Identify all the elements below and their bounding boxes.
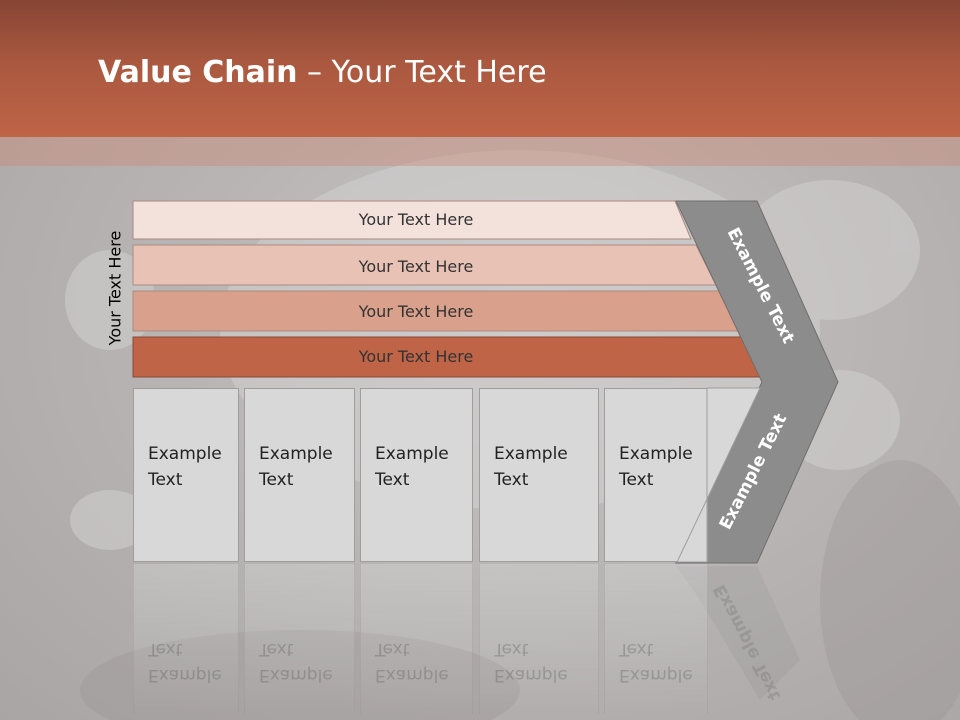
activity-box-3-text: Example Text	[375, 444, 449, 490]
activity-box-3[interactable]: Example Text	[360, 388, 473, 562]
header-band	[0, 137, 960, 166]
activity-box-1-text: Example Text	[148, 444, 222, 490]
bar-4[interactable]: Your Text Here	[132, 336, 763, 378]
box-reflection-4-text: Example Text	[494, 639, 568, 685]
bar-3[interactable]: Your Text Here	[132, 290, 740, 332]
activity-box-1[interactable]: Example Text	[133, 388, 239, 562]
bar-2-label: Your Text Here	[358, 257, 474, 276]
title-bold: Value Chain	[98, 55, 298, 90]
bar-2[interactable]: Your Text Here	[132, 244, 717, 286]
box-reflection-3: Example Text	[360, 564, 473, 714]
title-rest: – Your Text Here	[297, 55, 547, 90]
activity-box-4[interactable]: Example Text	[479, 388, 599, 562]
box-reflection-4: Example Text	[479, 564, 599, 714]
bar-1-label: Your Text Here	[358, 210, 474, 229]
activity-box-4-text: Example Text	[494, 444, 568, 490]
bar-4-label: Your Text Here	[358, 347, 474, 366]
chevron-arrow[interactable]	[675, 200, 839, 564]
bar-1[interactable]: Your Text Here	[132, 200, 692, 240]
bar-1-shape	[132, 200, 692, 240]
activity-box-5[interactable]: Example Text	[604, 388, 708, 562]
box-reflection-5: Example Text	[604, 564, 708, 714]
box-reflection-1: Example Text	[133, 564, 239, 714]
header-bar	[0, 0, 960, 137]
slide-title[interactable]: Value Chain – Your Text Here	[98, 55, 547, 90]
chevron-reflection	[676, 566, 800, 700]
box-reflection-5-text: Example Text	[619, 639, 693, 685]
box-reflection-2: Example Text	[244, 564, 355, 714]
box-reflection-2-text: Example Text	[259, 639, 333, 685]
activity-box-2[interactable]: Example Text	[244, 388, 355, 562]
activity-box-5-text: Example Text	[619, 444, 693, 490]
box-reflection-1-text: Example Text	[148, 639, 222, 685]
bar-3-label: Your Text Here	[358, 302, 474, 321]
box-reflection-3-text: Example Text	[375, 639, 449, 685]
activity-box-2-text: Example Text	[259, 444, 333, 490]
